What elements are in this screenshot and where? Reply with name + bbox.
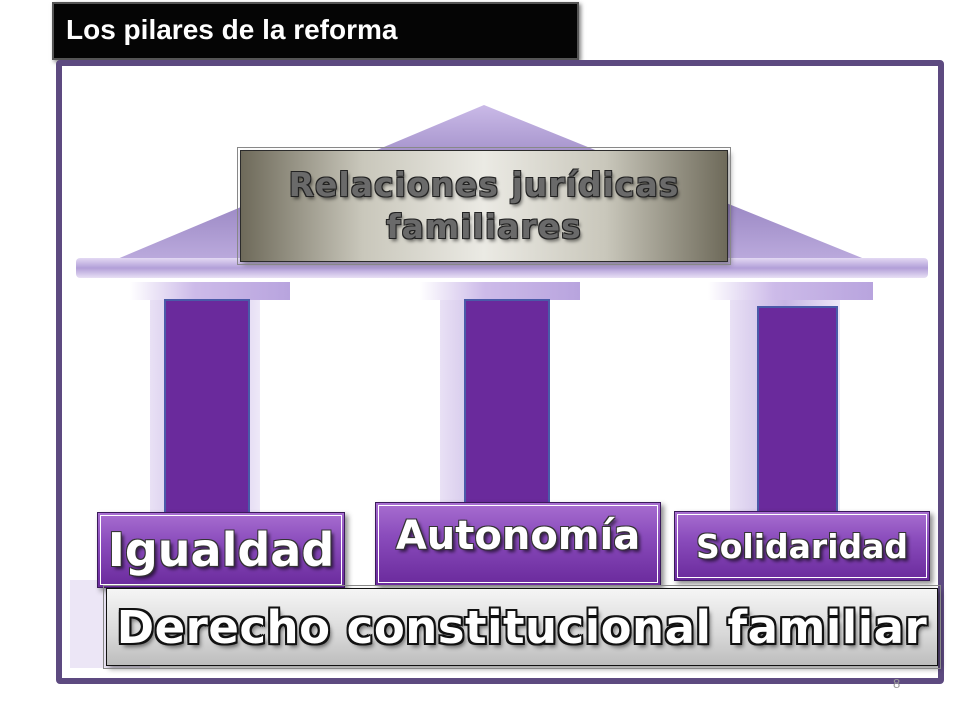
pillar-label-box-igualdad: Igualdad: [97, 512, 345, 588]
temple-capital-left: [130, 282, 290, 300]
slide-number: 8: [893, 676, 901, 691]
pillar-label-igualdad: Igualdad: [107, 523, 335, 577]
temple-capital-center: [420, 282, 580, 300]
pillar-label-box-solidaridad: Solidaridad: [674, 511, 930, 581]
temple-capital-right: [708, 282, 873, 300]
title-bar: Los pilares de la reforma: [52, 2, 579, 60]
pillar-label-box-autonomia: Autonomía: [375, 502, 661, 586]
pillar-label-solidaridad: Solidaridad: [695, 526, 909, 566]
base-label-box: Derecho constitucional familiar: [103, 585, 941, 669]
roof-label-line2: familiares: [386, 207, 582, 246]
pillar-solidaridad: [757, 306, 838, 514]
pillar-autonomia: [464, 299, 550, 512]
pillar-label-autonomia: Autonomía: [395, 513, 641, 559]
pillar-igualdad: [164, 299, 250, 514]
roof-label-line1: Relaciones jurídicas: [288, 165, 680, 204]
slide-title: Los pilares de la reforma: [66, 14, 398, 45]
temple-beam: [76, 258, 928, 278]
base-label: Derecho constitucional familiar: [116, 600, 928, 654]
